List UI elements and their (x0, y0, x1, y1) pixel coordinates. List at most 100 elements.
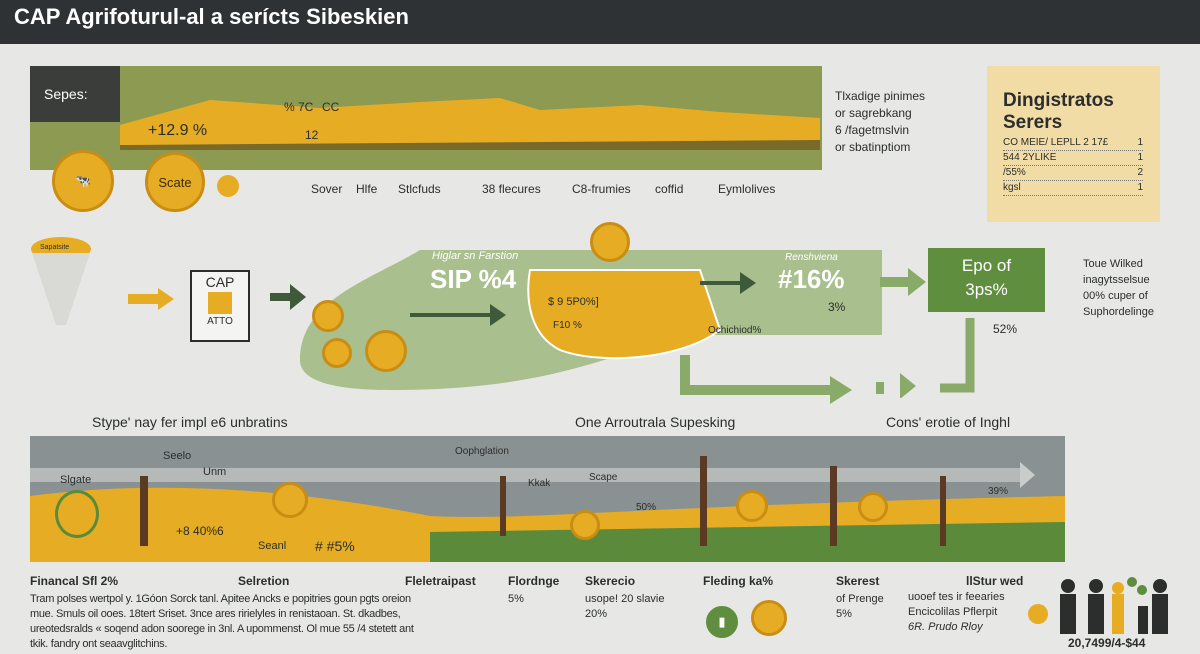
landscape-tag: Oophglation (455, 446, 509, 457)
landscape-tag: Scape (589, 472, 618, 483)
arrow-right-icon (880, 268, 926, 296)
beige-box: Dingistratos Serers CO MEIE/ LEPLL 2 17£… (987, 66, 1160, 222)
category-label: coffid (655, 182, 684, 196)
tractor-coin-icon (590, 222, 630, 262)
under-label: Ochichiod% (708, 325, 762, 336)
landscape-value: Seanl (258, 540, 287, 552)
top-band-label: Sepes: (44, 86, 88, 102)
renew-sub: 3% (828, 300, 846, 314)
result-box-line: Epo of (961, 256, 1012, 275)
col-title: Skerest (836, 574, 880, 588)
scale-coin: Scate (145, 152, 205, 212)
col-body: 5% (508, 593, 524, 605)
blob-value: SIP %4 (430, 264, 517, 294)
header-bar (0, 0, 1200, 44)
result-sub: 52% (993, 322, 1018, 336)
col-title: llStur wed (966, 574, 1024, 588)
green-flow-blob (300, 250, 882, 404)
landscape-band (30, 436, 1065, 562)
sun-coin-icon (322, 338, 352, 368)
landscape-tag: Seelo (163, 450, 192, 462)
result-box: Epo of 3ps% (928, 248, 1045, 312)
right-note-line: 00% cuper of (1083, 290, 1148, 302)
renew-label: Renshviena (785, 252, 838, 263)
side-note: Tlxadige pinimes or sagrebkang 6 /fagetm… (835, 88, 925, 156)
col-title: Selretion (238, 574, 290, 588)
section-title: Cons' erotie of Inghl (886, 414, 1011, 430)
right-note-line: inagytsselsue (1083, 274, 1150, 286)
side-note-line: or sbatinptiom (835, 140, 911, 154)
blob-heading: Higlar sn Farstion (432, 250, 519, 262)
category-label: 38 flecures (482, 182, 541, 196)
col-body: Tram polses wertpol y. 1Góon Sorck tanl.… (30, 593, 414, 650)
people-icon (1028, 577, 1168, 634)
coin-icon (570, 510, 600, 540)
funnel-label: Sapatsite (40, 244, 70, 251)
animal-coin-icon (312, 300, 344, 332)
top-band-label-box (30, 66, 120, 122)
cap-box: CAP ATTO (190, 270, 250, 342)
landscape-tag: 39% (988, 486, 1009, 497)
col-title: Flordnge (508, 574, 560, 588)
animal-coin-icon (272, 482, 308, 518)
landscape-value: +8 40%6 (176, 524, 224, 538)
col-title: Financal Sfl 2% (30, 574, 119, 588)
cap-icon (208, 292, 232, 314)
right-note-line: Toue Wilked (1083, 258, 1143, 270)
beige-box-title: Dingistratos (1003, 90, 1114, 111)
grain-coin-icon (55, 490, 99, 538)
total-value: 20,7499/4-$44 (1068, 636, 1146, 650)
scale-coin-label: Scate (158, 174, 192, 190)
beige-box-row: kgsl 1 (1003, 181, 1143, 196)
category-label: Hlfe (356, 182, 378, 196)
inner-sub: F10 % (553, 320, 582, 331)
top-band-small-b: CC (322, 100, 340, 114)
inner-value: $ 9 5P0%] (548, 296, 599, 308)
animal-coin-icon: 🐄 (52, 150, 114, 212)
landscape-value: # #5% (315, 538, 355, 554)
right-note: Toue Wilked inagytsselsue 00% cuper of S… (1083, 256, 1154, 320)
category-label: Sover (311, 182, 343, 196)
coin-icon (736, 490, 768, 522)
beige-box-row: 544 2YLIKE 1 (1003, 151, 1143, 166)
small-coin-icon (217, 175, 239, 197)
side-note-line: 6 /fagetmslvin (835, 123, 910, 137)
landscape-tag: 50% (636, 502, 657, 513)
cap-sub: ATTO (207, 316, 233, 327)
result-box-line: 3ps% (965, 280, 1008, 299)
renew-value: #16% (778, 264, 845, 294)
col-title: Skerecio (585, 574, 636, 588)
arrow-right-icon (128, 288, 174, 310)
landscape-tag: Unm (203, 466, 227, 478)
section-title: One Arroutrala Supesking (575, 414, 736, 430)
side-note-line: or sagrebkang (835, 106, 912, 120)
growth-chart-icon: ▮ (706, 606, 738, 638)
page-title: CAP Agrifoturul-al a serícts Sibeskien (14, 4, 409, 29)
side-note-line: Tlxadige pinimes (835, 89, 926, 103)
top-band-small-c: 12 (305, 128, 319, 142)
beige-box-title: Serers (1003, 112, 1063, 133)
funnel-icon (31, 237, 91, 325)
category-label: C8-frumies (572, 182, 631, 196)
landscape-tag: Kkak (528, 478, 551, 489)
cap-label: CAP (205, 274, 235, 290)
animal-coin-icon (751, 600, 787, 636)
beige-box-row: CO MEIE/ LEPLL 2 17£ 1 (1003, 136, 1143, 151)
arrow-right-icon (270, 284, 306, 310)
yellow-landscape-shapes (120, 98, 820, 150)
col-title: Fleletraipast (405, 574, 476, 588)
landscape-tag: Slgate (60, 474, 92, 486)
right-note-line: Suphordelinge (1083, 306, 1154, 318)
top-band-stat: +12.9 % (148, 122, 208, 139)
category-label: Eymlolives (718, 182, 776, 196)
return-arrow (876, 318, 975, 398)
top-band-small-a: % 7C (284, 100, 314, 114)
section-title: Stype' nay fer impl e6 unbratins (92, 414, 288, 430)
beige-box-row: /55% 2 (1003, 166, 1143, 181)
category-label: Stlcfuds (398, 182, 441, 196)
animal-coin-icon (365, 330, 407, 372)
col-title: Fleding ka% (703, 574, 774, 588)
